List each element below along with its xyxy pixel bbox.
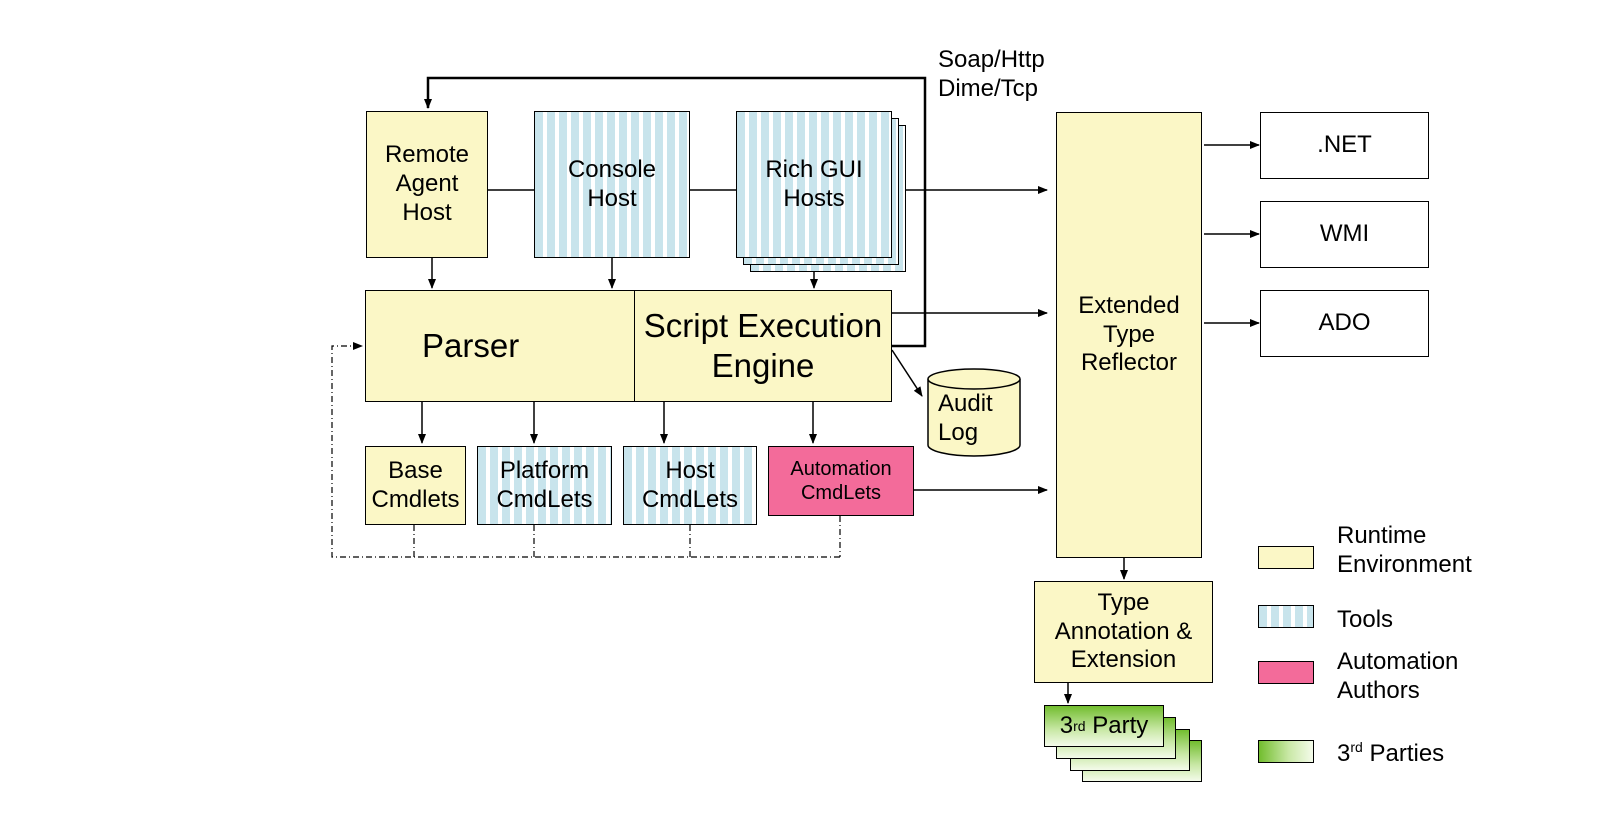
legend-third-rest: Parties xyxy=(1362,740,1445,767)
platform-cmdlets-line-2: CmdLets xyxy=(496,485,593,513)
reflector-line-1: Extended xyxy=(1078,291,1180,319)
platform-cmdlets-line-1: Platform xyxy=(499,456,590,484)
audit-log-label: Audit Log xyxy=(938,390,993,448)
third-party-sup: rd xyxy=(1073,717,1086,734)
type-annotation-line-1: Type xyxy=(1097,588,1150,616)
legend-swatch-third-parties xyxy=(1258,740,1314,763)
console-host-line-2: Host xyxy=(587,184,637,212)
remote-agent-host-line-1: Remote xyxy=(384,141,470,169)
dotnet-box: .NET xyxy=(1260,112,1429,179)
remote-agent-host-box: Remote Agent Host xyxy=(366,111,488,258)
legend-swatch-runtime xyxy=(1258,546,1314,569)
rich-gui-hosts-line-1: Rich GUI xyxy=(765,155,863,183)
legend-runtime-line-1: Runtime xyxy=(1337,522,1427,549)
legend-automation-line-2: Authors xyxy=(1337,676,1420,704)
automation-cmdlets-line-2: CmdLets xyxy=(800,482,882,504)
script-engine-line-1: Script Execution xyxy=(643,307,883,345)
legend-label-tools: Tools xyxy=(1337,606,1393,635)
base-cmdlets-line-1: Base xyxy=(388,456,443,484)
protocol-line-1: Soap/Http xyxy=(938,46,1045,73)
legend-swatch-tools xyxy=(1258,605,1314,628)
script-engine-line-2: Engine xyxy=(711,347,815,384)
host-cmdlets-line-2: CmdLets xyxy=(641,485,739,513)
ado-label: ADO xyxy=(1318,309,1371,337)
legend-tools-line-1: Tools xyxy=(1337,606,1394,633)
type-annotation-line-3: Extension xyxy=(1070,646,1177,674)
protocol-line-2: Dime/Tcp xyxy=(938,74,1039,102)
reflector-line-2: Type xyxy=(1102,320,1156,348)
rich-gui-hosts-line-2: Hosts xyxy=(783,184,845,212)
legend-label-runtime: Runtime Environment xyxy=(1337,522,1472,580)
audit-log-cylinder xyxy=(927,368,1021,457)
audit-log-line-2: Log xyxy=(938,418,979,446)
wmi-label: WMI xyxy=(1319,220,1370,248)
remote-agent-host-line-2: Agent xyxy=(395,170,459,198)
base-cmdlets-line-2: Cmdlets xyxy=(371,485,460,513)
automation-cmdlets-box: Automation CmdLets xyxy=(768,446,914,516)
legend-swatch-automation xyxy=(1258,661,1314,684)
legend-label-third-parties: 3rd Parties xyxy=(1337,739,1444,769)
console-host-box: Console Host xyxy=(534,111,690,258)
audit-log-line-1: Audit xyxy=(938,390,993,417)
extended-type-reflector-box: Extended Type Reflector xyxy=(1056,112,1202,558)
type-annotation-line-2: Annotation & xyxy=(1054,617,1193,645)
parser-box: Parser xyxy=(365,290,635,402)
host-cmdlets-line-1: Host xyxy=(665,456,715,484)
ado-box: ADO xyxy=(1260,290,1429,357)
protocol-label: Soap/Http Dime/Tcp xyxy=(938,46,1045,104)
remote-agent-host-line-3: Host xyxy=(402,198,452,226)
type-annotation-box: Type Annotation & Extension xyxy=(1034,581,1213,683)
platform-cmdlets-box: Platform CmdLets xyxy=(477,446,612,525)
parser-label: Parser xyxy=(422,327,520,365)
legend-runtime-line-2: Environment xyxy=(1337,550,1472,578)
third-party-rest: Party xyxy=(1085,711,1149,739)
base-cmdlets-box: Base Cmdlets xyxy=(365,446,466,525)
dotnet-label: .NET xyxy=(1317,131,1372,159)
legend-third-base: 3 xyxy=(1337,740,1351,767)
script-execution-engine-box: Script Execution Engine xyxy=(634,290,892,402)
reflector-line-3: Reflector xyxy=(1080,349,1178,377)
wmi-box: WMI xyxy=(1260,201,1429,268)
rich-gui-hosts-box: Rich GUI Hosts xyxy=(736,111,892,258)
legend-label-automation: Automation Authors xyxy=(1337,648,1458,706)
automation-cmdlets-line-1: Automation xyxy=(790,458,892,480)
console-host-line-1: Console xyxy=(567,155,657,183)
host-cmdlets-box: Host CmdLets xyxy=(623,446,757,525)
legend-third-sup: rd xyxy=(1350,739,1363,755)
legend-automation-line-1: Automation xyxy=(1337,648,1459,675)
third-party-base: 3 xyxy=(1059,711,1074,739)
